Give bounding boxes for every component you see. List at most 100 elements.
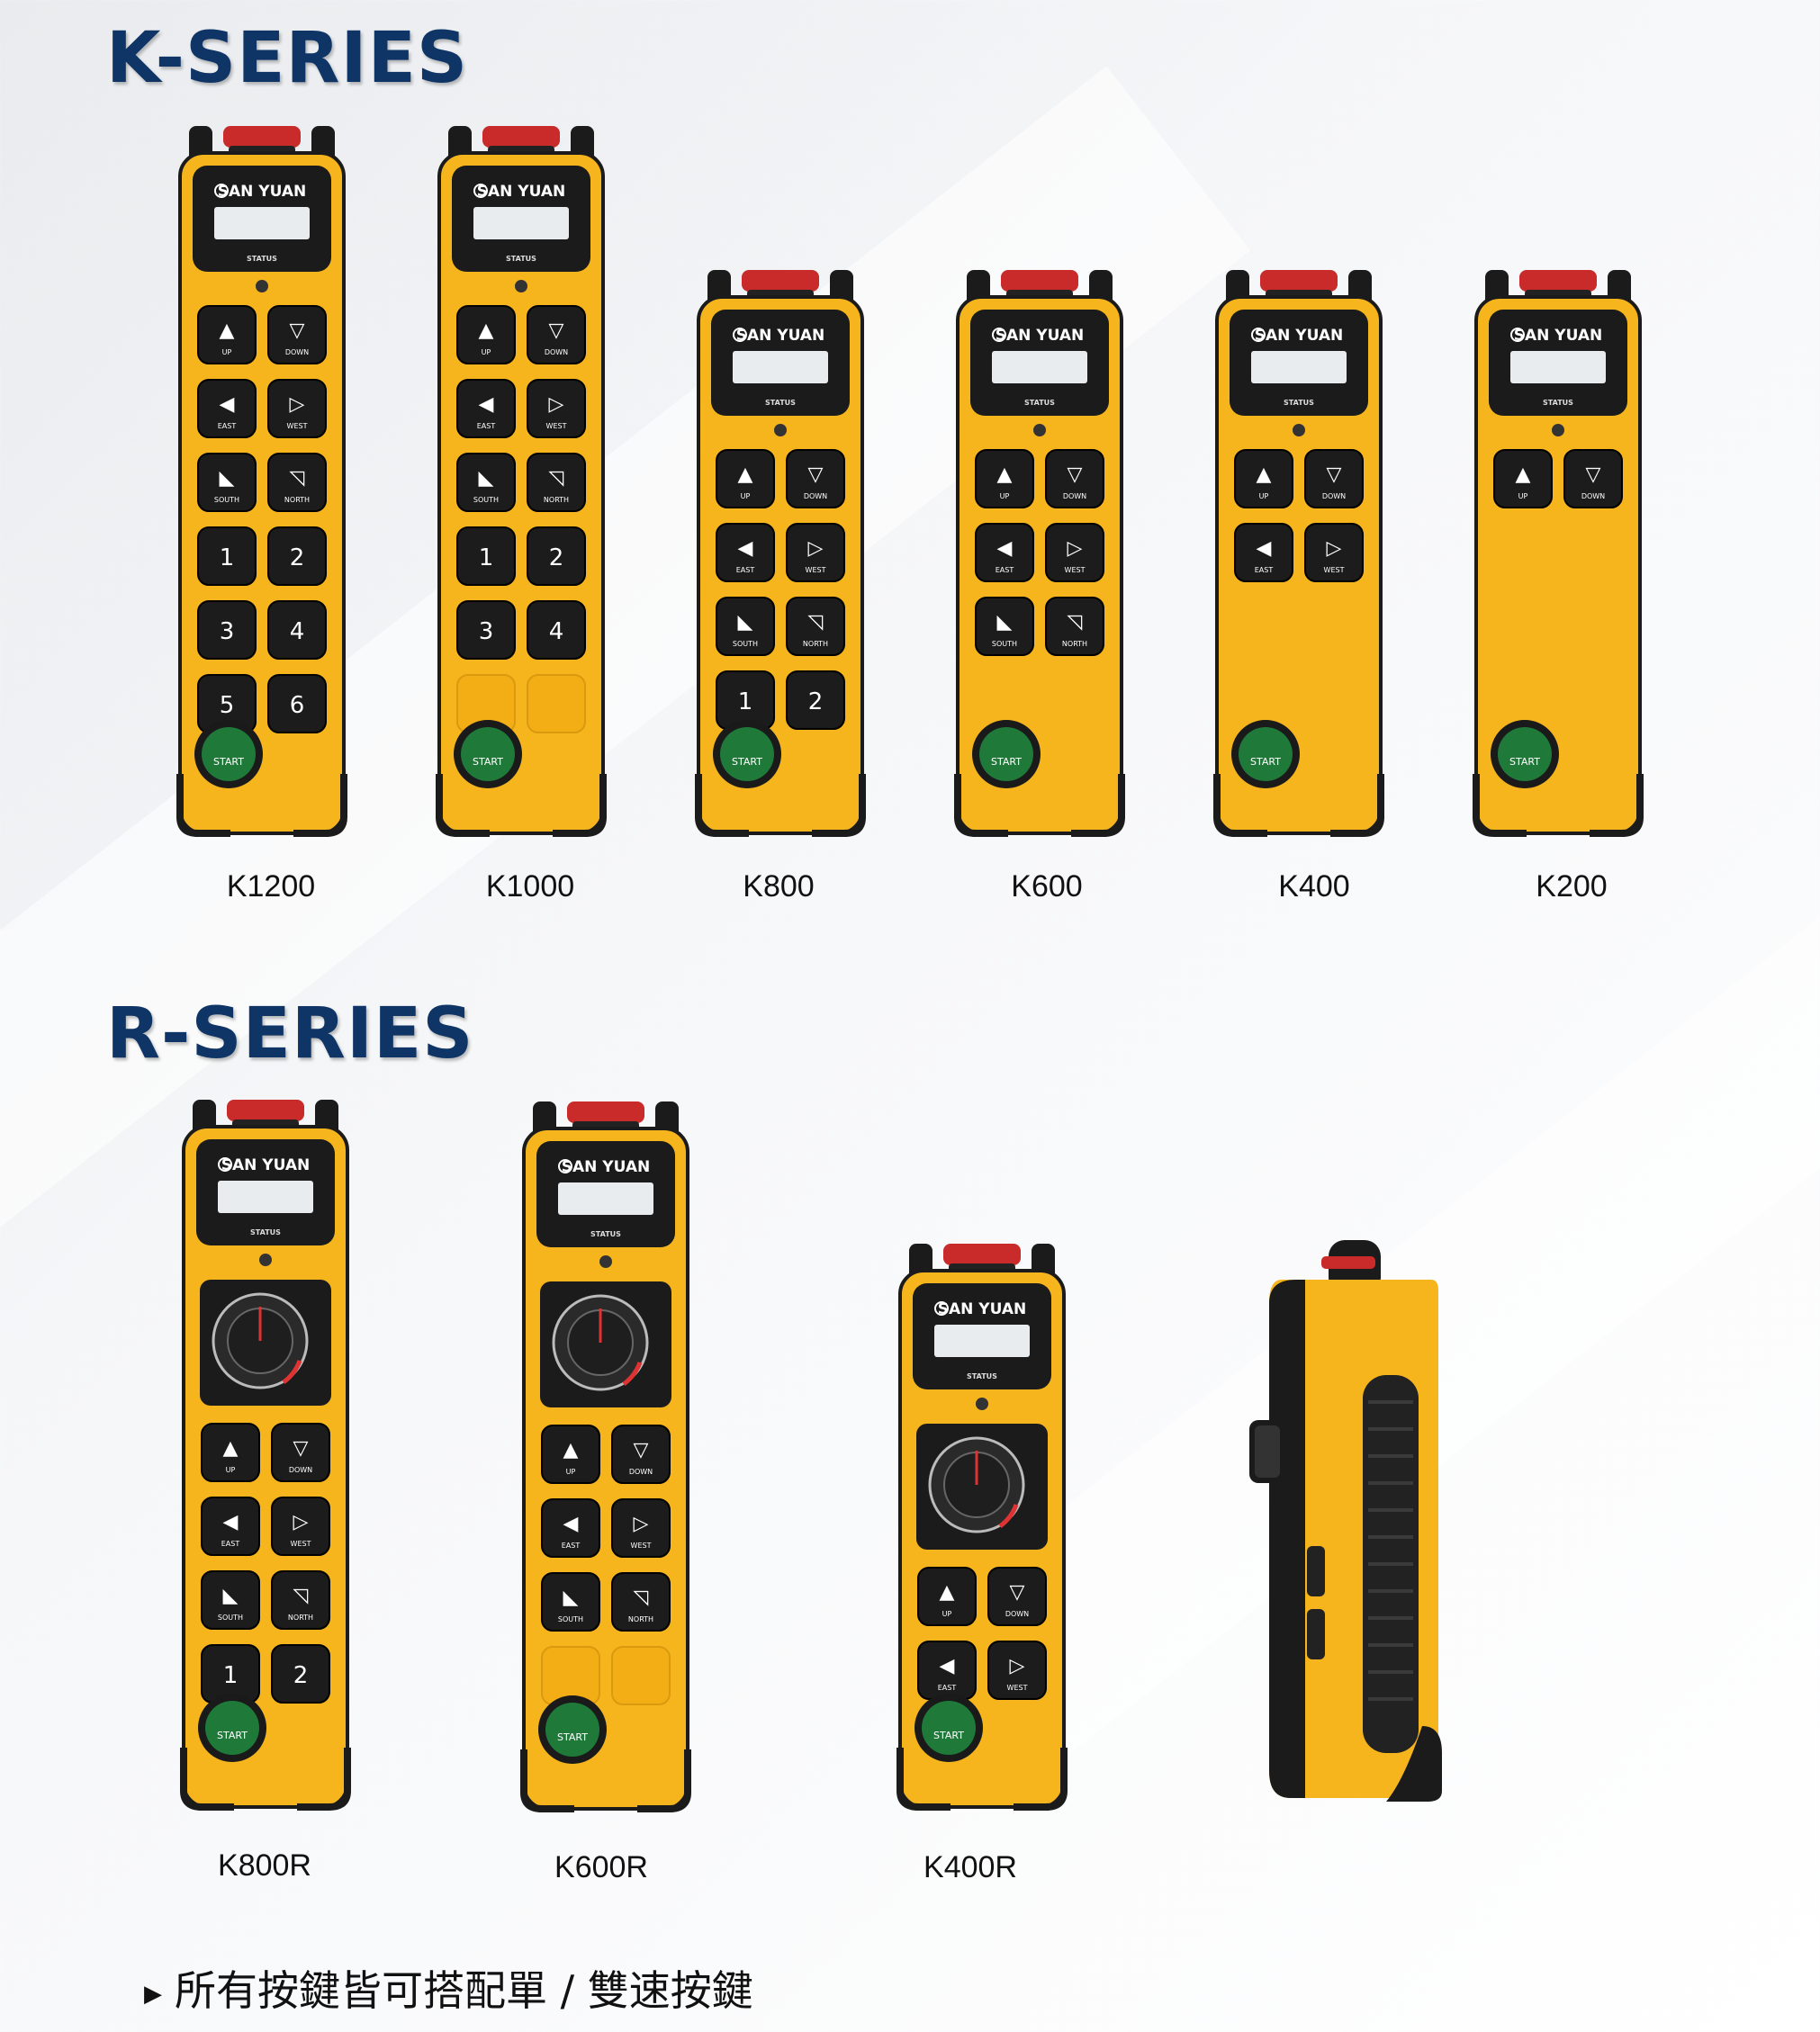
remote-graphic: SAN YUANSTATUS▲UP▽DOWN◀EAST▷WEST◣SOUTH◹N… [520, 1101, 691, 1812]
key-n3: 3 [456, 600, 516, 660]
key-label: DOWN [1581, 492, 1605, 500]
key-label: WEST [1324, 566, 1345, 574]
model-label-k1200: K1200 [226, 869, 316, 904]
key-down: ▽DOWN [611, 1425, 671, 1484]
arrow-diagonal-icon: ◣ [479, 467, 494, 490]
brand-logo-icon [473, 184, 488, 198]
key-label: UP [566, 1468, 576, 1476]
arrow-left-icon: ◀ [940, 1655, 955, 1677]
blank-key-slot [527, 674, 586, 733]
bumper-left [954, 774, 1008, 837]
key-cap [267, 453, 327, 512]
key-up: ▲UP [1234, 449, 1293, 508]
arrow-right-icon: ▷ [290, 393, 305, 416]
key-label: UP [942, 1610, 952, 1618]
arrow-up-icon: ▲ [1257, 463, 1272, 486]
key-cap [456, 600, 516, 660]
key-n1: 1 [456, 526, 516, 586]
key-cap [271, 1423, 330, 1482]
key-down: ▽DOWN [527, 305, 586, 364]
key-label: SOUTH [733, 640, 758, 648]
bumper-left [1213, 774, 1267, 837]
start-label: START [473, 756, 503, 768]
brand-logo-icon [934, 1301, 949, 1316]
emergency-stop-icon [1260, 270, 1338, 292]
key-number: 1 [738, 688, 753, 715]
brand-logo: SAN YUAN [1255, 327, 1344, 345]
key-label: NORTH [288, 1614, 313, 1622]
key-label: UP [482, 348, 491, 356]
bumper-left [695, 774, 749, 837]
key-east: ◀EAST [975, 523, 1034, 582]
key-number: 2 [549, 544, 564, 571]
key-cap [267, 526, 327, 586]
key-number: 3 [220, 618, 235, 645]
start-label: START [933, 1730, 964, 1741]
status-label: STATUS [1024, 399, 1055, 407]
status-label: STATUS [1543, 399, 1573, 407]
key-label: EAST [996, 566, 1014, 574]
start-label: START [557, 1731, 588, 1743]
key-south: ◣SOUTH [197, 453, 257, 512]
key-n1: 1 [197, 526, 257, 586]
key-label: EAST [221, 1540, 240, 1548]
key-cap [611, 1498, 671, 1558]
start-button-icon [202, 727, 256, 781]
start-label: START [213, 756, 244, 768]
key-cap [527, 526, 586, 586]
key-label: WEST [546, 422, 567, 430]
remote-graphic: SAN YUANSTATUS▲UP▽DOWN◀EAST▷WEST◣SOUTH◹N… [176, 126, 347, 837]
start-button-icon [205, 1701, 259, 1755]
emergency-stop-icon [1001, 270, 1078, 292]
key-cap [197, 305, 257, 364]
arrow-right-icon: ▷ [293, 1511, 309, 1533]
key-label: EAST [736, 566, 755, 574]
key-north: ◹NORTH [267, 453, 327, 512]
key-up: ▲UP [975, 449, 1034, 508]
key-n5: 5 [197, 674, 257, 733]
arrow-diagonal-outline-icon: ◹ [293, 1585, 309, 1607]
key-cap [975, 523, 1034, 582]
arrow-up-icon: ▲ [479, 319, 494, 342]
model-label-k200: K200 [1536, 869, 1608, 904]
key-east: ◀EAST [197, 379, 257, 438]
lcd-screen [558, 1182, 653, 1215]
key-n2: 2 [267, 526, 327, 586]
lcd-screen [733, 351, 828, 383]
emergency-stop-icon [482, 126, 560, 148]
arrow-diagonal-icon: ◣ [997, 611, 1013, 634]
arrow-up-icon: ▲ [1516, 463, 1531, 486]
key-label: NORTH [803, 640, 828, 648]
arrow-diagonal-outline-icon: ◹ [634, 1587, 649, 1609]
key-south: ◣SOUTH [975, 597, 1034, 656]
key-cap [716, 597, 775, 656]
key-north: ◹NORTH [527, 453, 586, 512]
model-label-k800r: K800R [218, 1848, 311, 1883]
lcd-screen [1251, 351, 1347, 383]
key-n6: 6 [267, 674, 327, 733]
key-number: 6 [290, 692, 305, 719]
key-n4: 4 [267, 600, 327, 660]
bumper-right [812, 774, 866, 837]
key-label: WEST [1065, 566, 1086, 574]
key-number: 2 [290, 544, 305, 571]
arrow-right-icon: ▷ [549, 393, 564, 416]
status-led-icon [1293, 424, 1305, 436]
arrow-up-icon: ▲ [738, 463, 753, 486]
brand-logo-icon [1510, 328, 1525, 342]
status-label: STATUS [247, 255, 277, 263]
arrow-left-icon: ◀ [220, 393, 235, 416]
key-east: ◀EAST [716, 523, 775, 582]
brand-logo: SAN YUAN [562, 1158, 651, 1176]
brand-logo: SAN YUAN [218, 183, 307, 201]
key-up: ▲UP [1493, 449, 1553, 508]
arrow-right-icon: ▷ [808, 537, 824, 560]
arrow-left-icon: ◀ [223, 1511, 239, 1533]
